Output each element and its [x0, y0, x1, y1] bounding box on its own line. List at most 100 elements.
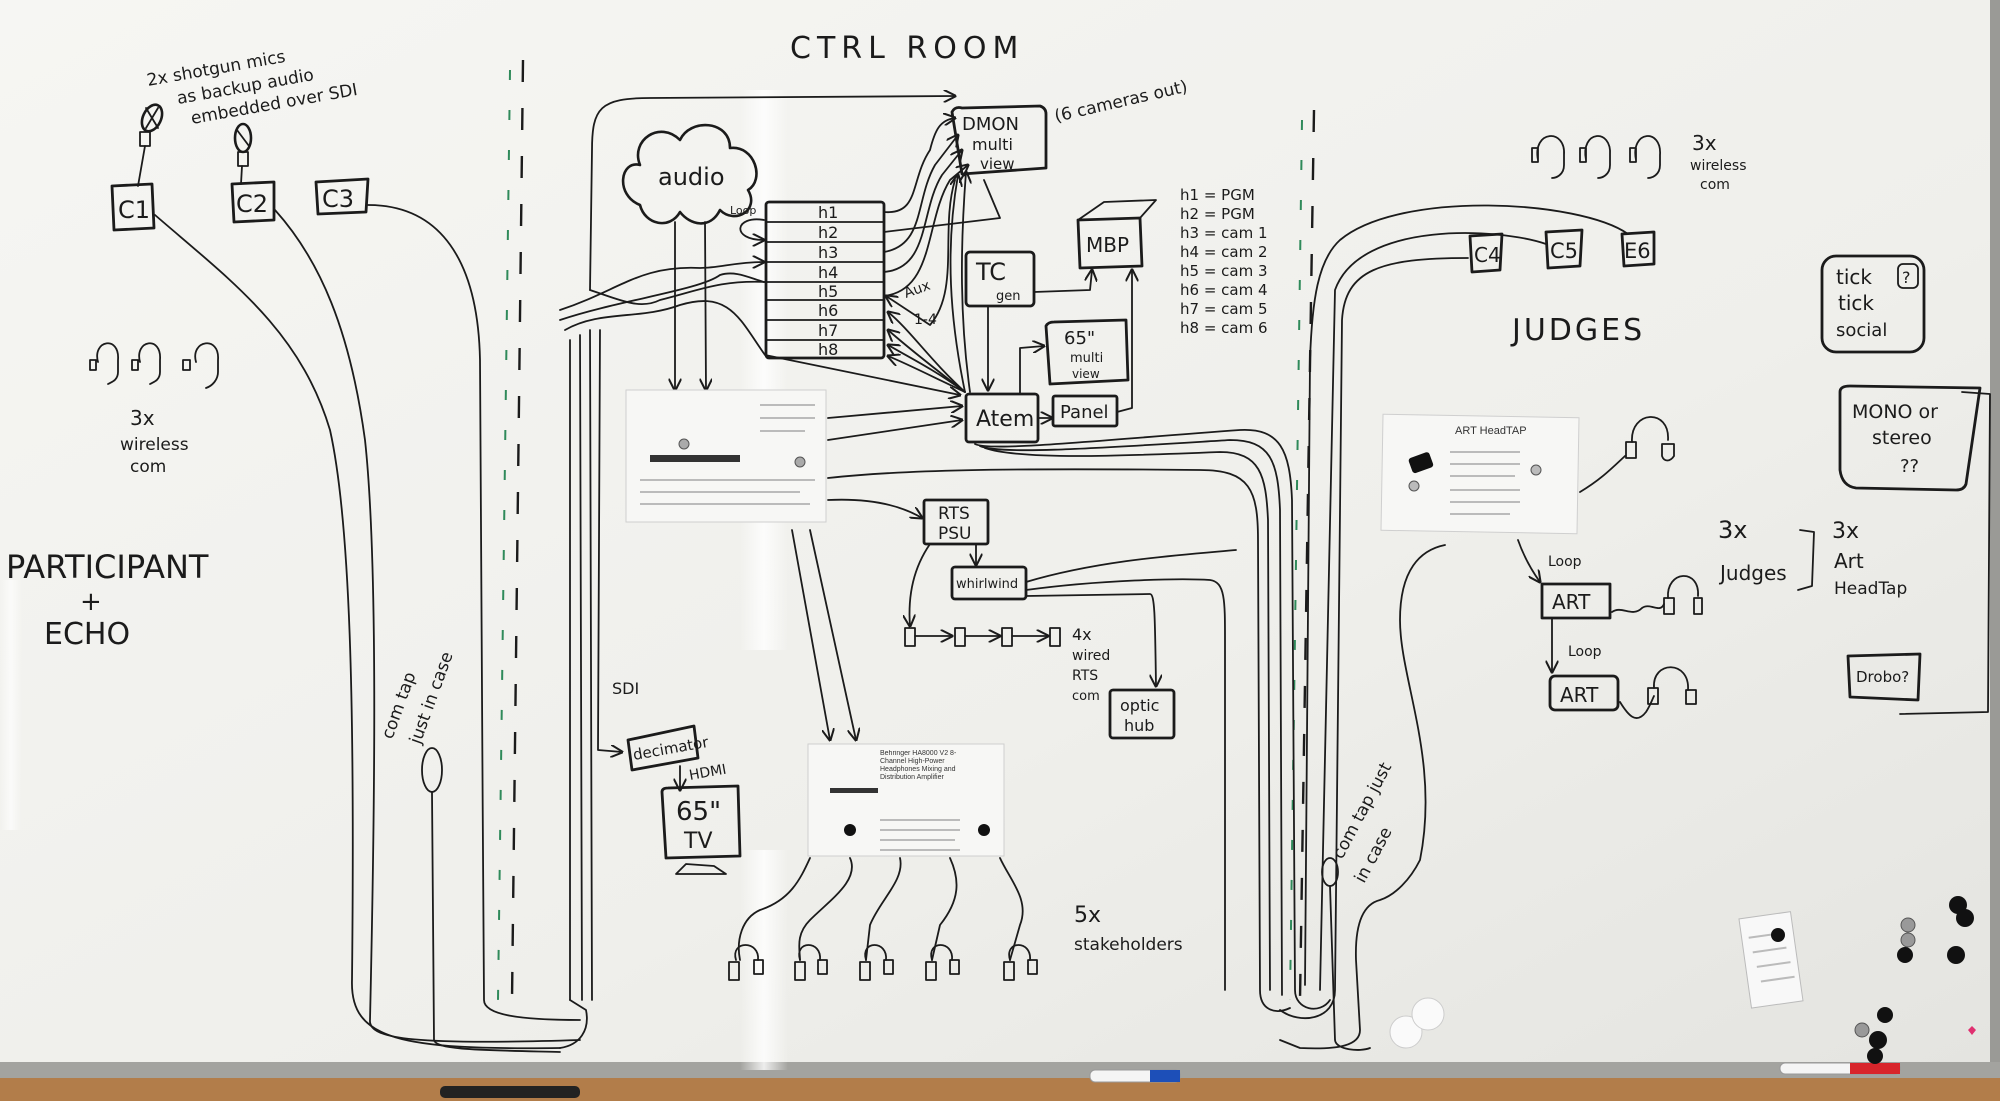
divider-right [1298, 109, 1316, 1001]
svg-text:DMON: DMON [962, 114, 1019, 135]
svg-text:C4: C4 [1474, 243, 1501, 267]
cable-down-2 [579, 334, 583, 1001]
svg-text:com: com [1072, 689, 1100, 704]
white-magnet[interactable] [1389, 1015, 1423, 1049]
svg-text:h5 = cam 3: h5 = cam 3 [1180, 262, 1268, 280]
svg-text:C5: C5 [1550, 239, 1578, 263]
multiview-65-box: 65" multi view [1044, 318, 1130, 386]
ctrl-room-title: CTRL ROOM [790, 31, 1024, 66]
cable-to-amp-1 [791, 529, 830, 740]
whirlwind-cable-1 [1025, 549, 1237, 583]
board-right-outline [1899, 391, 1991, 715]
whirlwind-box: whirlwind [950, 565, 1028, 601]
svg-text:com: com [1700, 177, 1730, 193]
pinned-note-small [1738, 911, 1804, 1009]
hyperdeck-h6: h6 [818, 301, 838, 320]
hyperdeck-h4: h4 [818, 263, 838, 282]
tc-to-mbp [1033, 270, 1092, 293]
svg-text:h3 = cam 1: h3 = cam 1 [1180, 224, 1268, 242]
svg-text:Panel: Panel [1060, 402, 1109, 423]
svg-text:Atem: Atem [976, 407, 1034, 432]
svg-text:E6: E6 [1624, 239, 1651, 263]
svg-text:Judges: Judges [1718, 561, 1787, 585]
mbp-laptop: MBP [1076, 199, 1157, 270]
cable-paper-right [827, 468, 1291, 1012]
wireless-com-label-left: 3x wireless com [120, 406, 189, 477]
com-tap-cable-right [1329, 885, 1371, 1051]
svg-text:tick: tick [1838, 291, 1874, 315]
svg-text:MONO or: MONO or [1852, 401, 1938, 423]
eraser[interactable] [440, 1086, 580, 1098]
cable-fan [884, 118, 1001, 393]
com-tap-cable [431, 791, 561, 1053]
drobo-box: Drobo? [1846, 652, 1922, 702]
glare [0, 580, 22, 830]
svg-text:whirlwind: whirlwind [956, 577, 1018, 592]
tc-gen-box: TC gen [964, 250, 1036, 308]
art-box-1: ART [1540, 582, 1612, 620]
svg-text:stereo: stereo [1872, 427, 1932, 449]
divider-left [510, 59, 525, 1001]
svg-text:C3: C3 [322, 185, 354, 213]
atem-switcher: Atem [964, 392, 1040, 444]
svg-text:RTS: RTS [1072, 668, 1098, 684]
red-marker-cap [1850, 1063, 1900, 1074]
headset-art-1 [1611, 575, 1703, 615]
panel-to-mbp [1116, 270, 1132, 413]
headset-icons-right [1531, 135, 1661, 179]
svg-text:3x: 3x [1718, 516, 1747, 544]
board-frame-right [1990, 0, 2000, 1075]
cable-bundle-left [559, 999, 588, 1049]
divider-right-green [1289, 119, 1303, 1001]
panel-box: Panel [1051, 394, 1119, 428]
shotgun-mic-icon [233, 122, 253, 185]
svg-text:wireless: wireless [120, 435, 189, 455]
loop-label: Loop [730, 204, 756, 217]
camera-c3: C3 [314, 177, 370, 216]
hyperdeck-h2: h2 [818, 223, 838, 242]
hyperdeck-h5: h5 [818, 282, 838, 301]
audio-cloud: audio [621, 123, 758, 225]
hyperdeck-h3: h3 [818, 243, 838, 262]
atem-to-multiview [1019, 346, 1044, 395]
judges-count-label: 3x Judges [1718, 516, 1787, 585]
camera-c2: C2 [230, 180, 276, 224]
art-headtap-count-label: 3x Art HeadTap [1832, 519, 1907, 599]
svg-text:65": 65" [676, 797, 721, 827]
wood-ledge [0, 1078, 2000, 1101]
svg-text:view: view [1072, 367, 1100, 381]
glare [740, 850, 788, 1070]
svg-text:hub: hub [1124, 716, 1154, 735]
white-magnet[interactable] [1411, 997, 1445, 1031]
tick-tick-social-box: tick tick social ? [1820, 254, 1926, 354]
whirlwind-to-optic-hub [1025, 593, 1156, 686]
cable-c3 [367, 204, 581, 1021]
cable-to-amp-2 [809, 529, 856, 740]
svg-text:Art: Art [1834, 549, 1864, 573]
hyperdeck-h1: h1 [818, 203, 838, 222]
wired-com-label: 4x wired RTS com [1072, 625, 1110, 704]
mono-or-stereo-box: MONO or stereo ?? [1838, 384, 1982, 492]
rts-to-wired-com [910, 543, 931, 626]
svg-text:social: social [1836, 320, 1887, 341]
svg-text:audio: audio [658, 163, 725, 191]
svg-text:view: view [980, 155, 1015, 173]
svg-text:3x: 3x [130, 406, 155, 430]
cable-c2 [274, 209, 581, 1043]
magnet-cluster[interactable] [1854, 896, 1974, 1064]
camera-c1: C1 [110, 182, 156, 232]
svg-text:HeadTap: HeadTap [1834, 579, 1907, 599]
hdmi-label: HDMI [688, 762, 728, 784]
audio-out-2 [705, 221, 706, 390]
camera-c5: C5 [1544, 228, 1584, 270]
svg-text:h6 = cam 4: h6 = cam 4 [1180, 281, 1268, 299]
svg-text:h7 = cam 5: h7 = cam 5 [1180, 300, 1268, 318]
dmon-multiview-box: DMON multi view [950, 104, 1048, 176]
svg-text:h1 = PGM: h1 = PGM [1180, 186, 1255, 204]
hyperdeck-h7: h7 [818, 321, 838, 340]
cable-into-h3 [559, 262, 764, 311]
svg-text:TV: TV [683, 829, 713, 854]
cable-atem-right-1 [974, 429, 1331, 1010]
camera-c4: C4 [1468, 232, 1504, 274]
svg-text:h8 = cam 6: h8 = cam 6 [1180, 319, 1268, 337]
